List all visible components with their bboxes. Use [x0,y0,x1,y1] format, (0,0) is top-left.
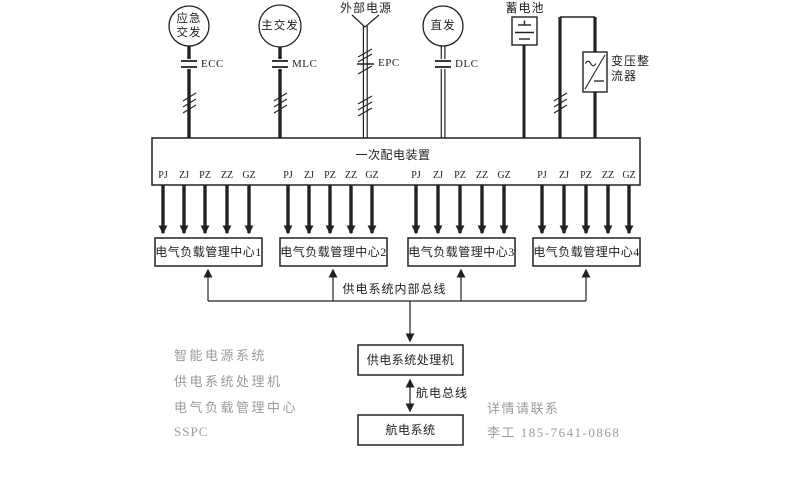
contactor-mlc-label: MLC [292,58,318,70]
direct-generator-symbol [422,5,464,138]
feeder-label-g4-pj: PJ [537,170,547,181]
direct-generator-label: 直发 [430,20,456,32]
feeder-label-g1-zz: ZZ [220,170,234,181]
feeder-label-g2-pz: PZ [324,170,336,181]
feeder-lines-group2 [283,185,377,235]
internal-bus-label: 供电系统内部总线 [342,282,447,296]
emergency-generator-label-line1: 应急 [176,13,202,25]
tru-label-line2: 流器 [611,69,638,83]
feeder-label-g4-gz: GZ [622,170,636,181]
feeder-label-g2-gz: GZ [365,170,379,181]
feeder-label-g2-pj: PJ [283,170,293,181]
contact-line-1: 详情请联系 [487,401,560,416]
feeder-lines-group1 [158,185,254,235]
load-center-1-label: 电气负载管理中心1 [155,245,262,259]
load-center-boxes [154,237,641,267]
feeder-label-g1-pz: PZ [199,170,211,181]
processor-box [357,344,464,376]
primary-distribution-box [151,137,641,186]
avionics-bus-label: 航电总线 [416,386,469,400]
external-power-label: 外部电源 [339,1,392,15]
contactor-dlc-label: DLC [455,58,479,70]
feeder-label-g2-zj: ZJ [304,170,314,181]
feeder-label-g3-pz: PZ [454,170,466,181]
watermark-line-1: 智能电源系统 [174,348,268,363]
feeder-label-g3-pj: PJ [411,170,421,181]
feeder-label-g2-zz: ZZ [344,170,358,181]
external-power-symbol [351,14,380,138]
processor-box-label: 供电系统处理机 [366,353,455,367]
watermark-line-2: 供电系统处理机 [174,374,283,389]
feeder-label-g3-gz: GZ [497,170,511,181]
tru-label-line1: 变压整 [611,54,651,68]
emergency-generator-label-line2: 交发 [176,27,202,40]
watermark-line-3: 电气负载管理中心 [174,400,299,415]
contactor-epc-label: EPC [378,57,400,69]
contactor-ecc-label: ECC [201,58,224,70]
avionics-box [357,414,464,446]
feeder-label-g4-pz: PZ [580,170,592,181]
feeder-label-g3-zj: ZJ [433,170,443,181]
feeder-label-g4-zj: ZJ [559,170,569,181]
load-center-4-label: 电气负载管理中心4 [533,245,640,259]
battery-symbol [511,16,538,138]
main-generator-label: 主交发 [261,20,299,32]
transformer-rectifier-symbol [553,16,608,138]
load-center-2-label: 电气负载管理中心2 [280,245,387,259]
feeder-label-g1-zj: ZJ [179,170,189,181]
feeder-lines-group3 [411,185,509,235]
feeder-label-g1-gz: GZ [242,170,256,181]
avionics-box-label: 航电系统 [385,423,436,437]
internal-bus-lines [203,268,591,343]
load-center-3-label: 电气负载管理中心3 [408,245,515,259]
main-generator-symbol [258,4,302,138]
feeder-label-g3-zz: ZZ [475,170,489,181]
emergency-generator-label: 应急交发 [164,12,214,41]
watermark-line-4: SSPC [174,424,209,439]
feeder-label-g1-pj: PJ [158,170,168,181]
transformer-rectifier-label: 变压整流器 [611,54,650,84]
emergency-generator-symbol [168,5,210,138]
feeder-label-g4-zz: ZZ [601,170,615,181]
contact-line-2: 李工 185-7641-0868 [487,425,621,440]
battery-label: 蓄电池 [505,1,545,15]
primary-box-label: 一次配电装置 [355,148,431,162]
feeder-lines-group4 [537,185,634,235]
